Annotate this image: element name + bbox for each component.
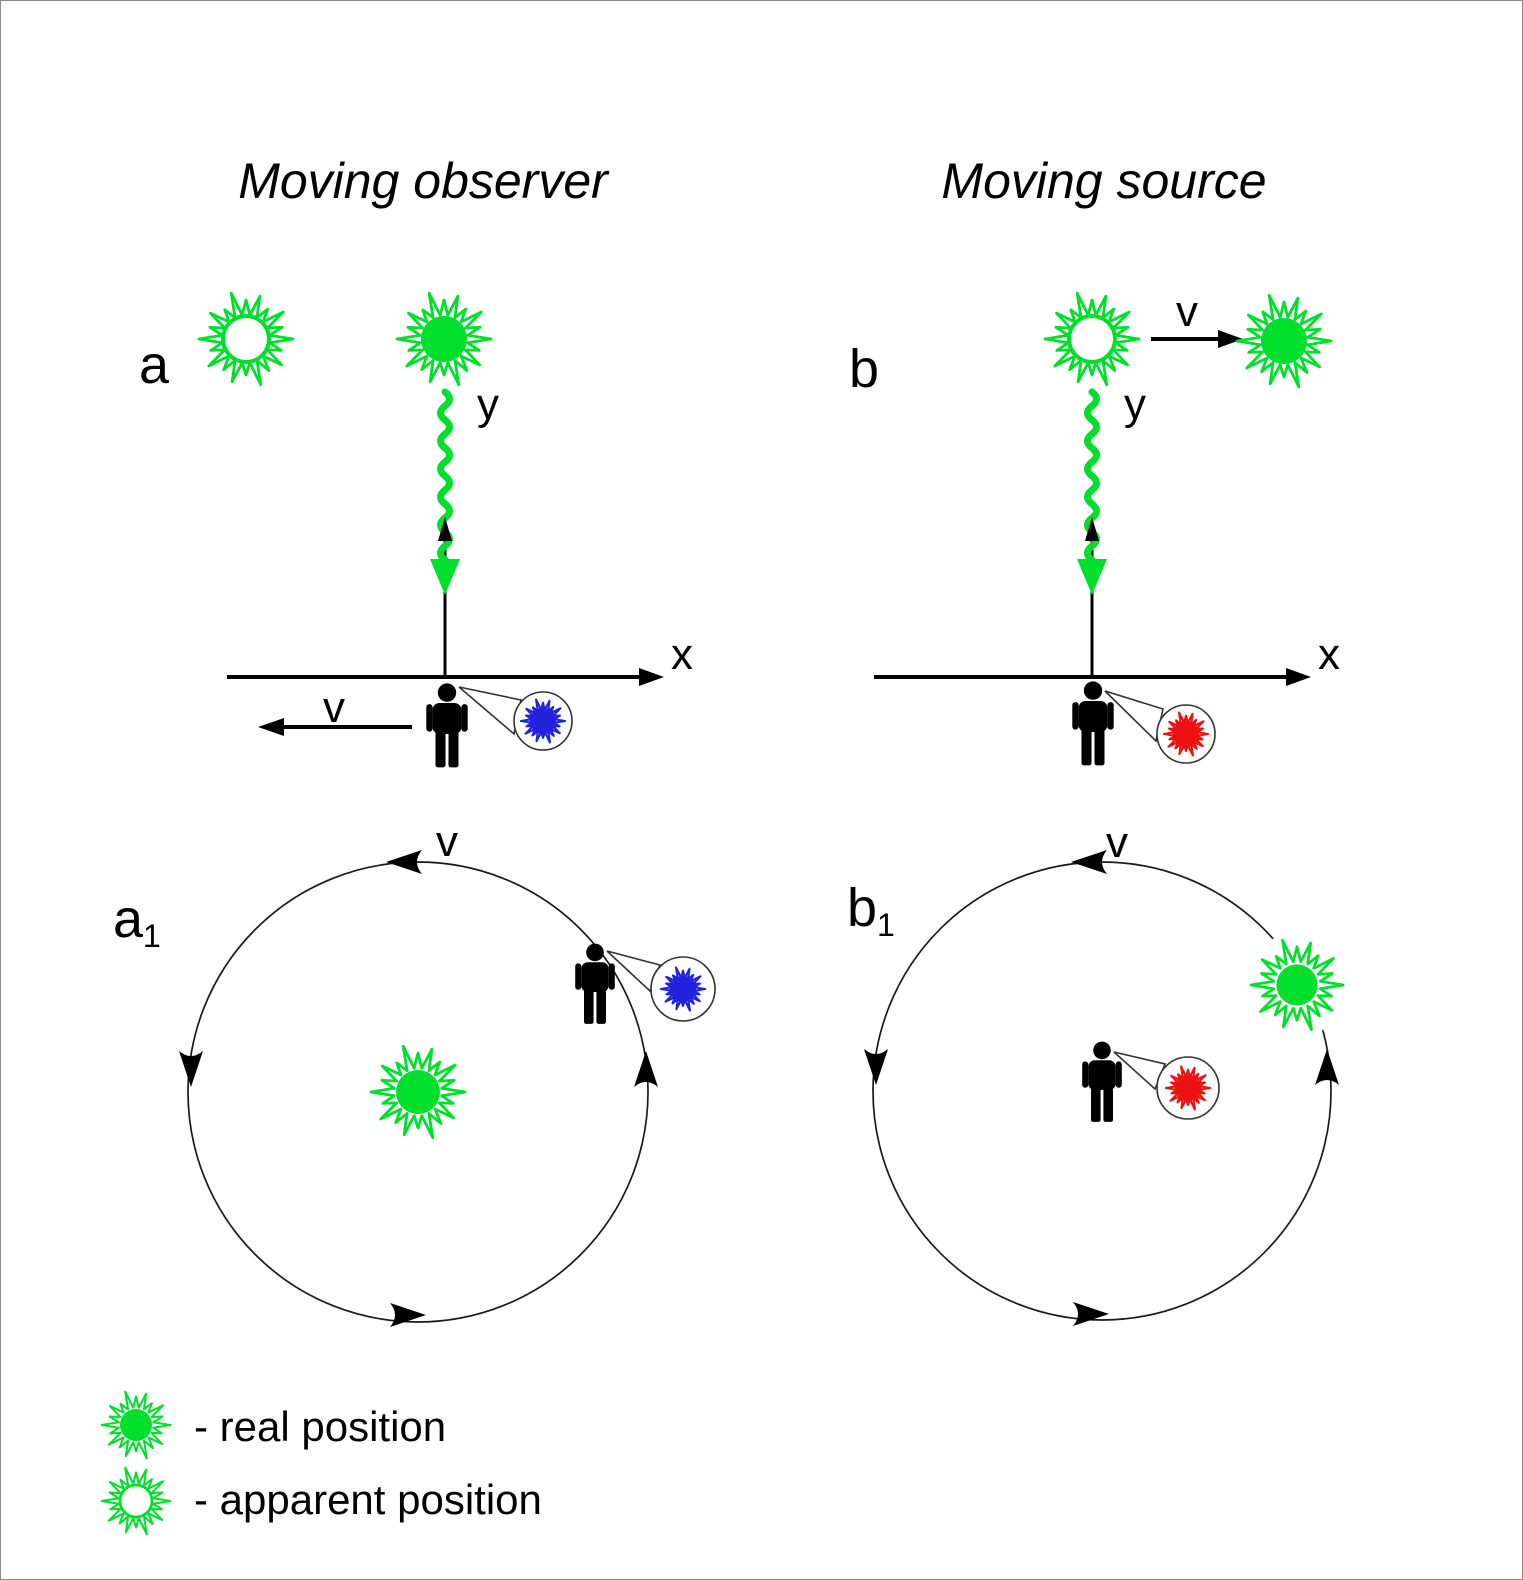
panel-a1: a1 v <box>113 817 716 1327</box>
observed-blue-sun-icon <box>519 698 567 744</box>
panel-a: a x y v <box>139 291 693 768</box>
panel-b1-sub: 1 <box>877 907 895 943</box>
velocity-label: v <box>1106 818 1128 867</box>
legend-apparent-label: - apparent position <box>194 1476 542 1523</box>
panel-b1-main: b <box>847 878 877 938</box>
velocity-label: v <box>1176 287 1198 336</box>
orbit-arrow-left <box>179 1051 203 1087</box>
legend-apparent-sun-icon <box>100 1466 172 1536</box>
observer-person-icon <box>426 683 468 768</box>
velocity-label: v <box>436 817 458 866</box>
y-axis-label: y <box>477 380 499 429</box>
aberration-arrowhead <box>438 517 452 541</box>
panel-a1-sub: 1 <box>143 918 161 954</box>
aberration-arrowhead <box>1085 517 1099 541</box>
panel-a1-main: a <box>113 889 144 949</box>
orbit-arrow-right <box>1315 1049 1339 1085</box>
x-axis-arrowhead <box>1286 668 1311 686</box>
real-sun-icon <box>395 291 493 387</box>
panel-b1: b1 v <box>847 818 1349 1326</box>
photon-arrowhead <box>1077 559 1107 595</box>
velocity-arrowhead <box>258 718 284 736</box>
apparent-sun-icon <box>1043 291 1141 387</box>
observed-blue-sun-icon <box>659 966 707 1012</box>
real-sun-icon <box>369 1044 467 1140</box>
real-sun-icon <box>1249 938 1345 1032</box>
x-axis-label: x <box>671 630 693 679</box>
y-axis-label: y <box>1124 380 1146 429</box>
observed-red-sun-icon <box>1162 711 1210 757</box>
orbit-arrow-right <box>634 1051 658 1087</box>
orbit-arrow-top <box>1071 850 1107 874</box>
orbit-arrow-top <box>386 850 422 874</box>
observed-red-sun-icon <box>1164 1065 1212 1111</box>
real-sun-icon <box>1235 293 1333 389</box>
velocity-arrowhead <box>1218 330 1243 348</box>
speech-bubble-tail <box>458 686 522 736</box>
orbit-circle <box>187 861 649 1323</box>
legend: - real position - apparent position <box>100 1390 542 1536</box>
orbit-circle <box>872 861 1332 1321</box>
panel-b-label: b <box>849 339 879 399</box>
x-axis-arrowhead <box>639 668 664 686</box>
observer-person-icon <box>575 943 615 1024</box>
legend-real-sun-icon <box>100 1390 172 1460</box>
orbit-arrow-bottom <box>390 1303 426 1327</box>
legend-real-label: - real position <box>194 1403 446 1450</box>
title-moving-observer: Moving observer <box>238 153 610 209</box>
photon-arrowhead <box>430 559 460 595</box>
apparent-sun-icon <box>197 291 295 387</box>
panel-a1-label: a1 <box>113 889 161 954</box>
x-axis-label: x <box>1318 630 1340 679</box>
orbit-arrow-left <box>864 1049 888 1085</box>
panel-a-label: a <box>139 335 170 395</box>
velocity-label: v <box>323 683 345 732</box>
orbit-arrow-bottom <box>1073 1302 1109 1326</box>
panel-b: b x y v <box>849 287 1340 766</box>
title-moving-source: Moving source <box>941 153 1266 209</box>
panel-b1-label: b1 <box>847 878 895 943</box>
